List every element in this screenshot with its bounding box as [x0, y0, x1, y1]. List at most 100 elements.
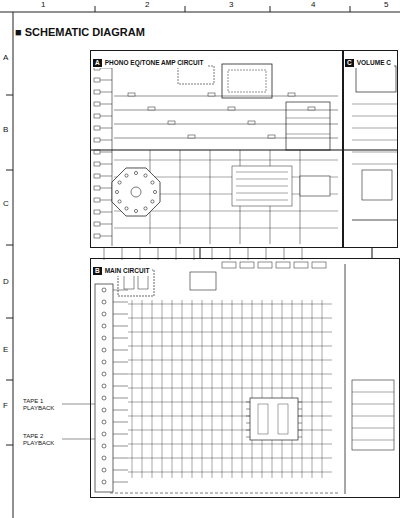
wire	[210, 150, 211, 244]
component-symbol	[286, 102, 330, 150]
column-number: 2	[144, 1, 150, 10]
wire	[100, 188, 112, 189]
wire	[352, 164, 398, 165]
wire	[128, 416, 332, 417]
wire	[132, 300, 133, 478]
wire	[350, 6, 351, 12]
terminal-dot	[102, 372, 106, 376]
wire	[352, 404, 394, 405]
wire	[246, 409, 250, 410]
wire	[352, 220, 398, 221]
wire	[113, 422, 128, 423]
column-number: 5	[383, 1, 389, 10]
wire	[113, 398, 128, 399]
component-symbol	[95, 284, 113, 492]
component-symbol	[188, 135, 195, 138]
circuit-panel: BMAIN CIRCUIT	[90, 258, 400, 498]
terminal-dot	[102, 336, 106, 340]
wire	[298, 409, 302, 410]
terminal-dot	[144, 207, 147, 210]
component-symbol	[308, 107, 315, 110]
component-symbol	[312, 262, 326, 268]
wire	[113, 446, 128, 447]
wire	[113, 470, 128, 471]
wire	[345, 264, 346, 494]
wire	[282, 300, 283, 478]
terminal-dot	[102, 384, 106, 388]
wire	[302, 300, 303, 478]
component-symbol	[128, 93, 135, 96]
wire	[100, 164, 112, 165]
component-symbol	[138, 275, 148, 289]
component-symbol	[94, 102, 100, 106]
row-letter: D	[2, 278, 10, 287]
wire	[100, 212, 112, 213]
wire	[128, 388, 332, 389]
panel-wire	[372, 248, 373, 258]
row-letter: C	[2, 200, 10, 209]
wire	[128, 430, 332, 431]
wire	[100, 116, 112, 117]
terminal-dot	[118, 200, 121, 203]
wire	[113, 314, 128, 315]
column-number: 4	[310, 1, 316, 10]
panel-letter: A	[93, 59, 102, 67]
wire	[232, 300, 233, 478]
wire	[152, 300, 153, 478]
component-symbol	[228, 107, 235, 110]
panel-title: PHONO EQ/TONE AMP CIRCUIT	[105, 59, 204, 67]
wire	[114, 110, 338, 111]
terminal-dot	[125, 207, 128, 210]
component-symbol	[240, 262, 254, 268]
component-symbol	[124, 275, 134, 289]
terminal-dot	[102, 444, 106, 448]
wire	[292, 300, 293, 478]
wire	[128, 318, 332, 319]
wire	[182, 300, 183, 478]
terminal-dot	[102, 432, 106, 436]
wire	[298, 423, 302, 424]
terminal-dot	[153, 190, 156, 193]
terminal-dot	[102, 348, 106, 352]
wire	[352, 116, 398, 117]
wire	[352, 104, 398, 105]
terminal-dot	[151, 181, 154, 184]
wire	[113, 410, 128, 411]
component-symbol	[94, 150, 100, 154]
terminal-dot	[102, 420, 106, 424]
terminal-dot	[102, 408, 106, 412]
component-symbol	[94, 126, 100, 130]
panel-heading: BMAIN CIRCUIT	[92, 266, 152, 276]
wire	[114, 96, 338, 97]
wire	[100, 92, 112, 93]
panel-heading: APHONO EQ/TONE AMP CIRCUIT	[92, 58, 207, 68]
panel-title: MAIN CIRCUIT	[105, 267, 150, 275]
wire	[352, 428, 394, 429]
panel-wire	[200, 248, 201, 258]
terminal-dot	[102, 360, 106, 364]
wire	[272, 300, 273, 478]
component-symbol	[352, 380, 394, 450]
terminal-dot	[125, 174, 128, 177]
wire	[128, 402, 332, 403]
wire	[100, 152, 112, 153]
wire	[262, 300, 263, 478]
wire	[128, 304, 332, 305]
wire	[185, 6, 186, 12]
panel-wire	[90, 150, 398, 151]
wire	[113, 482, 128, 483]
wire	[6, 445, 13, 446]
wire	[13, 12, 14, 518]
wire	[270, 6, 271, 12]
terminal-dot	[102, 480, 106, 484]
terminal-dot	[115, 190, 118, 193]
wire	[212, 300, 213, 478]
row-letter: A	[2, 54, 9, 63]
wire	[298, 437, 302, 438]
wire	[246, 402, 250, 403]
wire	[6, 245, 13, 246]
wire	[100, 140, 112, 141]
wire	[114, 124, 338, 125]
